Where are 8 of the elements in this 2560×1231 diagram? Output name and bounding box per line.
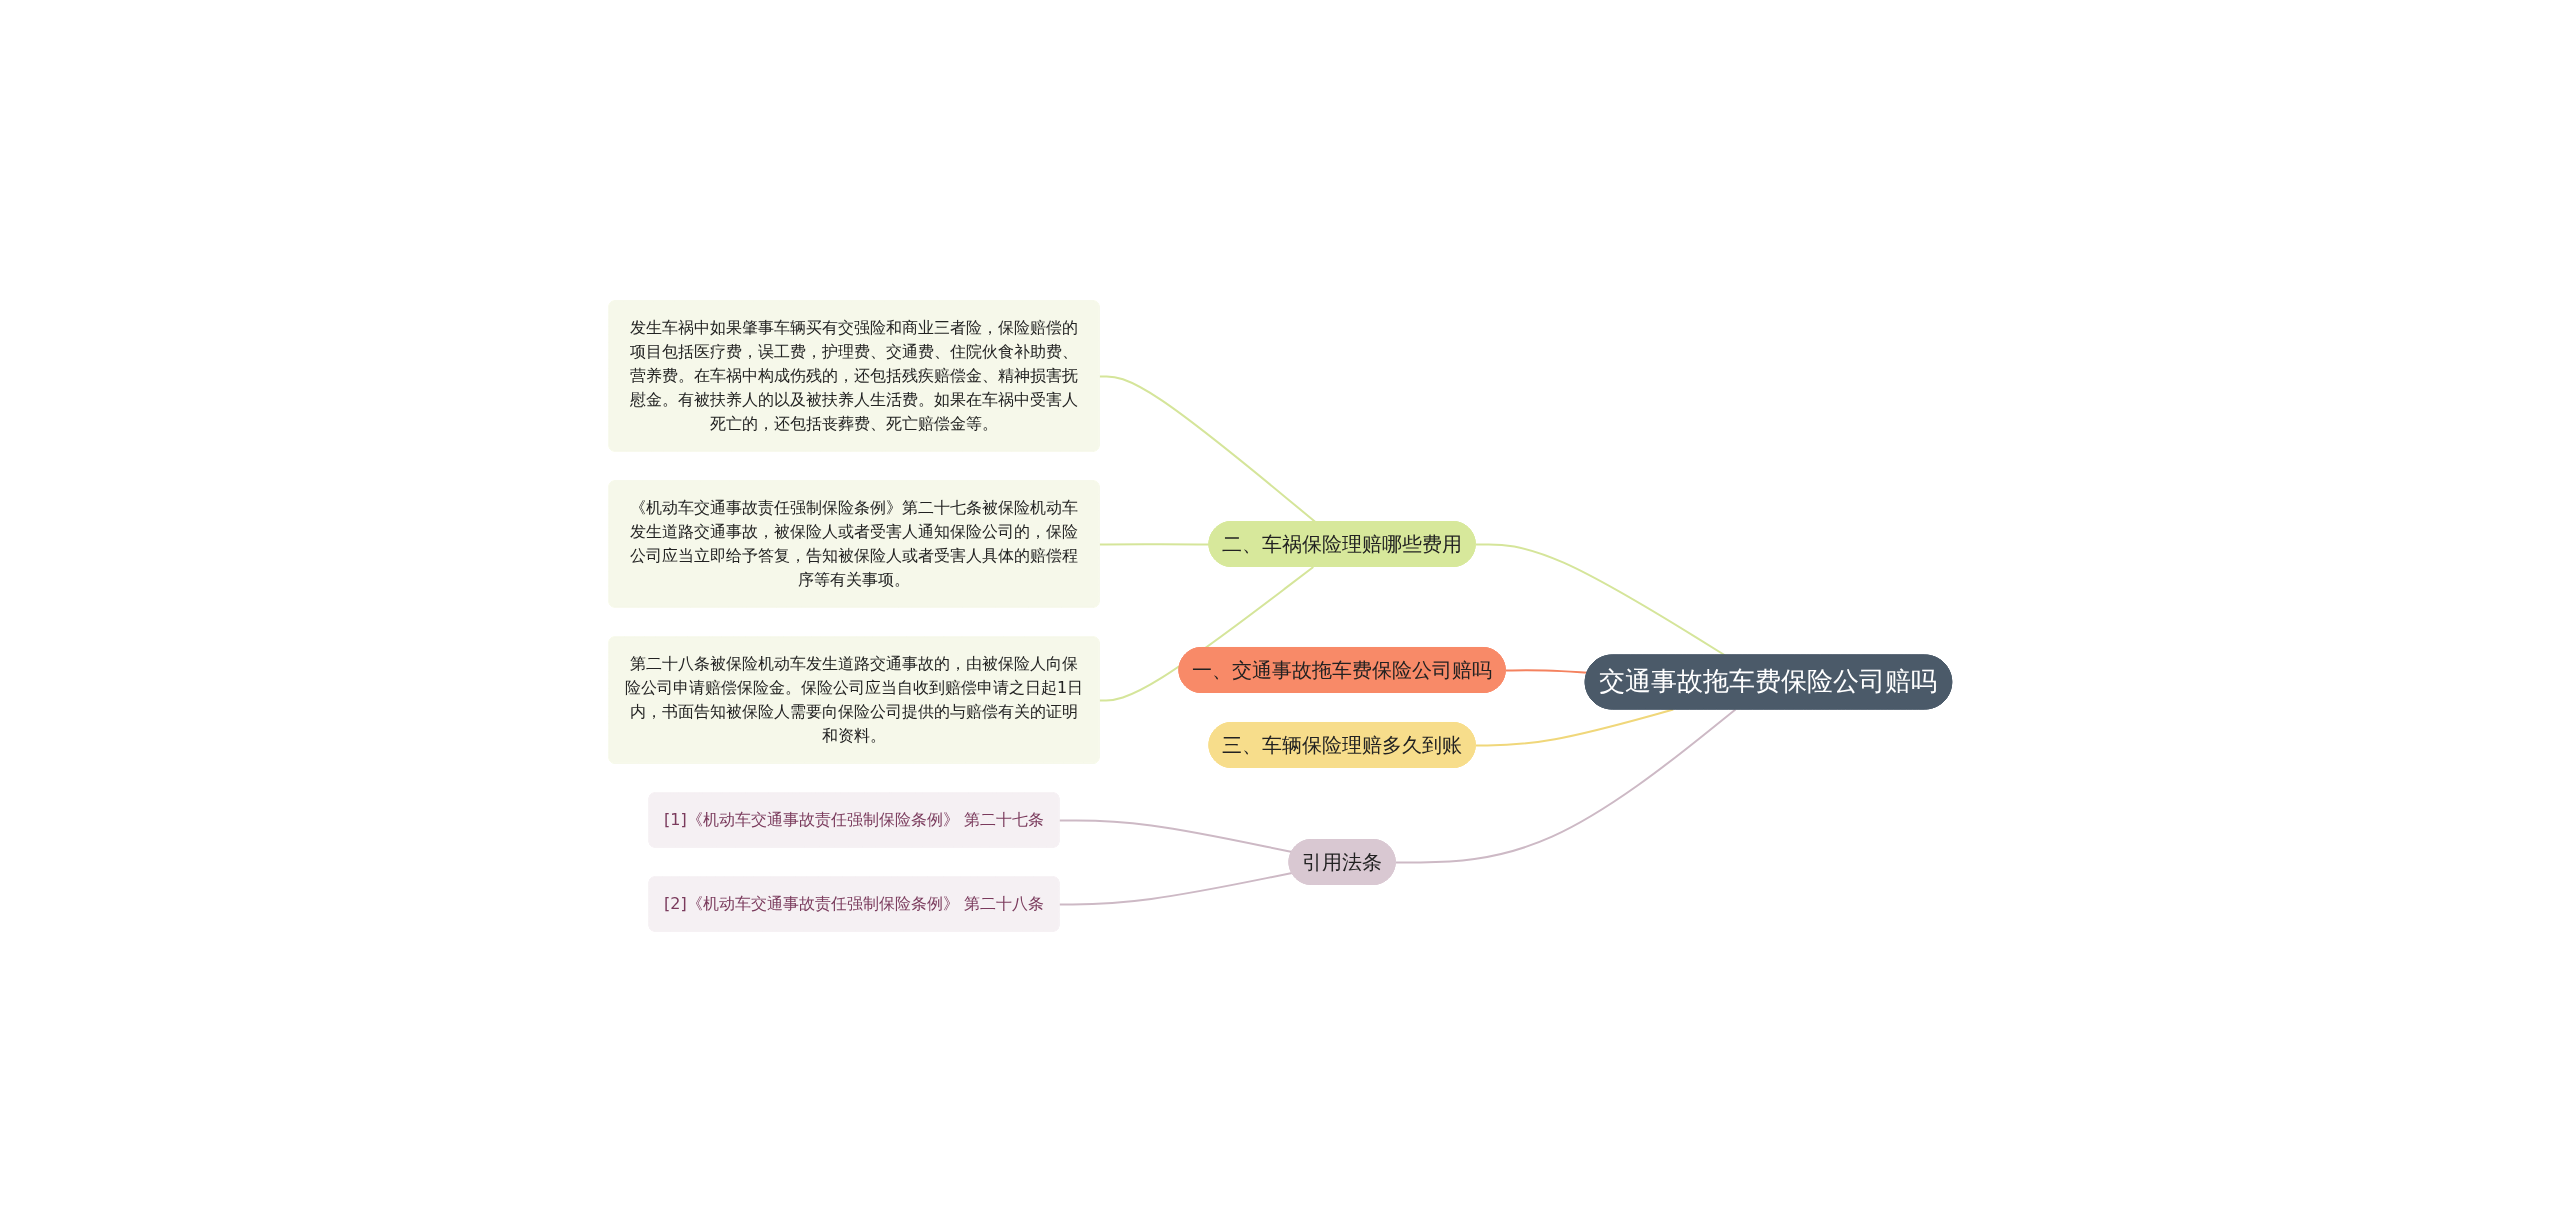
connector: [1098, 565, 1314, 701]
connector: [1098, 374, 1317, 523]
connector: [1474, 542, 1726, 656]
connector: [1394, 708, 1737, 863]
connector: [1504, 668, 1589, 674]
connector: [1058, 818, 1293, 853]
connector: [1474, 708, 1674, 746]
connector: [1058, 871, 1293, 905]
